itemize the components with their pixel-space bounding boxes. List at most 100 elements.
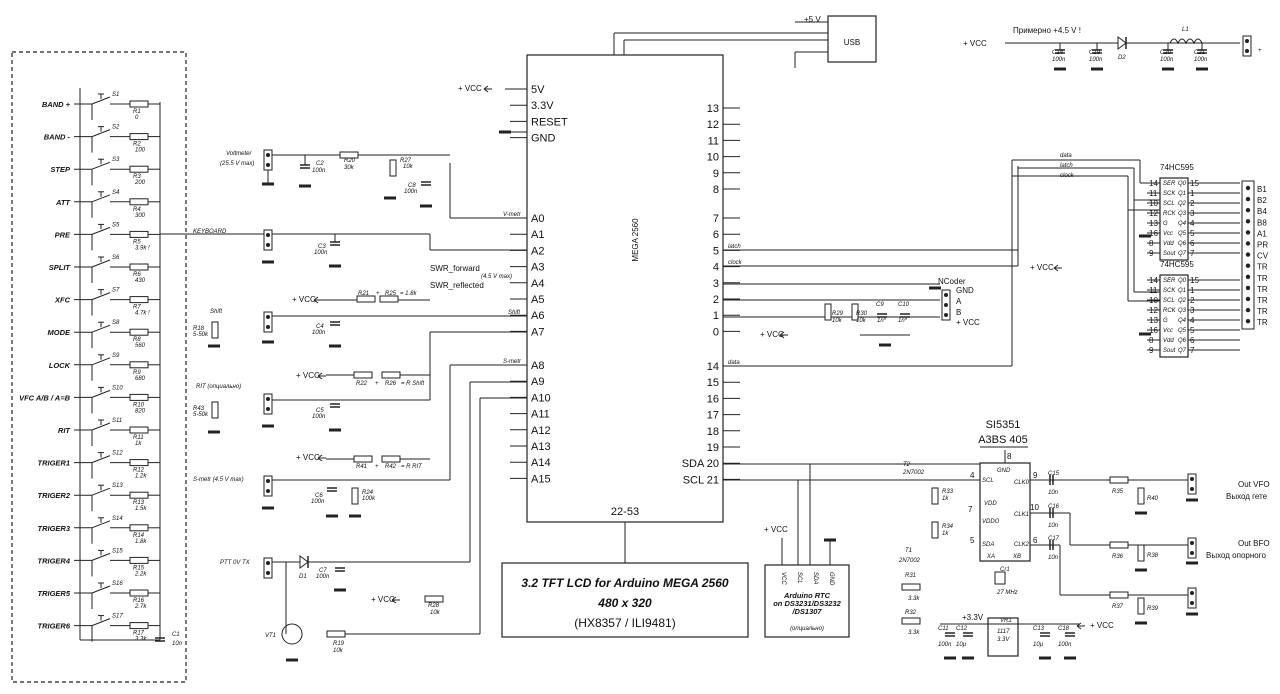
power-connector <box>1242 35 1252 57</box>
r32 <box>901 617 921 625</box>
mcu-pin-A13: A13 <box>531 441 551 453</box>
resistor-value: 1.5k <box>135 506 147 512</box>
si-pin-num: 8 <box>1007 452 1012 461</box>
rtc-box <box>764 564 850 638</box>
c19-value: 100n <box>1089 57 1103 63</box>
resistor-value: 1.8k <box>135 539 147 545</box>
keyboard-panel-border <box>11 51 187 683</box>
r21-id: R21 <box>358 291 369 297</box>
mcu-pin-15: 15 <box>707 377 719 389</box>
t1-id: T1 <box>905 548 912 554</box>
mcu-pin-1: 1 <box>713 310 719 322</box>
vcc-label: + VCC <box>963 39 987 48</box>
c13-id: C13 <box>1033 626 1045 632</box>
r33 <box>931 487 939 505</box>
switch-label: TRIGER4 <box>37 556 70 565</box>
resistor-id: R4 <box>133 207 141 213</box>
r19-value: 10k <box>333 648 344 654</box>
vr1-value2: 3.3V <box>997 637 1010 643</box>
r32-value: 3.3k <box>908 630 920 636</box>
mcu-pin-6: 6 <box>713 229 719 241</box>
r35 <box>1109 476 1129 484</box>
resistor-id: R14 <box>133 533 145 539</box>
net-clock: clock <box>728 260 743 266</box>
resistor-value: 1k <box>135 441 142 447</box>
vr1-id: VR1 <box>1000 618 1012 624</box>
mcu-title: MEGA 2560 <box>631 218 640 262</box>
output-label-TR: TR <box>1257 274 1268 283</box>
resistor-id: R15 <box>133 565 145 571</box>
rtc-pin-GND: GND <box>828 572 834 586</box>
c2-value: 100n <box>312 168 326 174</box>
c17-value: 10n <box>1048 555 1059 561</box>
c4-id: C4 <box>316 324 324 330</box>
si-pin-clk2: CLK2 <box>1014 542 1030 548</box>
r34-id: R34 <box>942 524 954 530</box>
sr1-pin-Vcc: Vcc <box>1163 231 1173 237</box>
net-swr-forward: SWR_forward <box>430 264 480 273</box>
si-pin-num: 5 <box>970 536 975 545</box>
c20-id: C20 <box>1160 50 1172 56</box>
output-label-CV: CV <box>1257 252 1269 261</box>
sr1-pin-Q4: Q4 <box>1178 221 1187 227</box>
switch-label: TRIGER2 <box>37 491 70 500</box>
vcc-label: + VCC <box>760 330 784 339</box>
switch-label: XFC <box>54 296 71 305</box>
sr2-pin-Sout: Sout <box>1163 348 1176 354</box>
c6-id: C6 <box>315 493 323 499</box>
r40-id: R40 <box>1147 496 1159 502</box>
c18-id: C18 <box>1058 626 1070 632</box>
sr2-pin-Q3: Q3 <box>1178 308 1187 314</box>
mcu-pin-A10: A10 <box>531 392 551 404</box>
resistor-id: R16 <box>133 598 145 604</box>
resistor-id: R8 <box>133 337 141 343</box>
output-connector <box>1241 180 1255 330</box>
rit-label: RIT (опциально) <box>196 384 241 390</box>
sr1-pin-Q7: Q7 <box>1178 251 1187 257</box>
switch-label: STEP <box>50 165 71 174</box>
output-pin <box>1245 319 1251 324</box>
plus-sign: + <box>1258 48 1262 54</box>
sr2-pin-Q2: Q2 <box>1178 298 1187 304</box>
sr2-pin-Q1: Q1 <box>1178 288 1186 294</box>
si-pin-xa: XA <box>986 554 995 560</box>
r25-value: = 1.8k <box>400 291 418 297</box>
c7-id: C7 <box>319 568 327 574</box>
out3-connector <box>1187 587 1197 609</box>
resistor-id: R6 <box>133 272 141 278</box>
net-vmetr: V-metr <box>503 212 522 218</box>
shift-register-1 <box>1159 177 1189 261</box>
d1-id: D1 <box>299 574 307 580</box>
sr2-pin-Q4: Q4 <box>1178 318 1187 324</box>
r27-id: R27 <box>400 158 412 164</box>
r34-value: 1k <box>942 531 949 537</box>
switch-label: LOCK <box>49 361 71 370</box>
keyboard-connector <box>263 229 273 251</box>
usb-box <box>827 15 877 63</box>
sr1-pin-Sout: Sout <box>1163 251 1176 257</box>
sr2-pin-Vdd: Vdd <box>1163 338 1174 344</box>
r38-id: R38 <box>1147 553 1159 559</box>
resistor-id: R11 <box>133 435 144 441</box>
r31-id: R31 <box>905 573 916 579</box>
out-bfo-connector <box>1187 537 1197 559</box>
si-pin-num: 4 <box>970 471 975 480</box>
si5351-sub: A3BS 405 <box>978 434 1028 446</box>
mcu-pin-17: 17 <box>707 410 719 422</box>
crystal-cr1 <box>994 571 1006 585</box>
switch-id: S5 <box>112 222 120 228</box>
r43 <box>211 401 219 419</box>
mcu-pin-3: 3 <box>713 278 719 290</box>
switch-label: RIT <box>58 426 72 435</box>
shift-label: Shift <box>210 309 222 315</box>
sr2-pin-SER: SER <box>1163 278 1176 284</box>
mcu-pin-0: 0 <box>713 326 719 338</box>
c4-value: 100n <box>312 330 326 336</box>
sr1-pin-G: G <box>1163 221 1168 227</box>
resistor-value: 680 <box>135 376 146 382</box>
switch-id: S3 <box>112 157 120 163</box>
output-label-TR: TR <box>1257 263 1268 272</box>
sr2-pin-Q6: Q6 <box>1178 338 1187 344</box>
v33-label: +3.3V <box>962 613 984 622</box>
resistor-id: R3 <box>133 174 141 180</box>
